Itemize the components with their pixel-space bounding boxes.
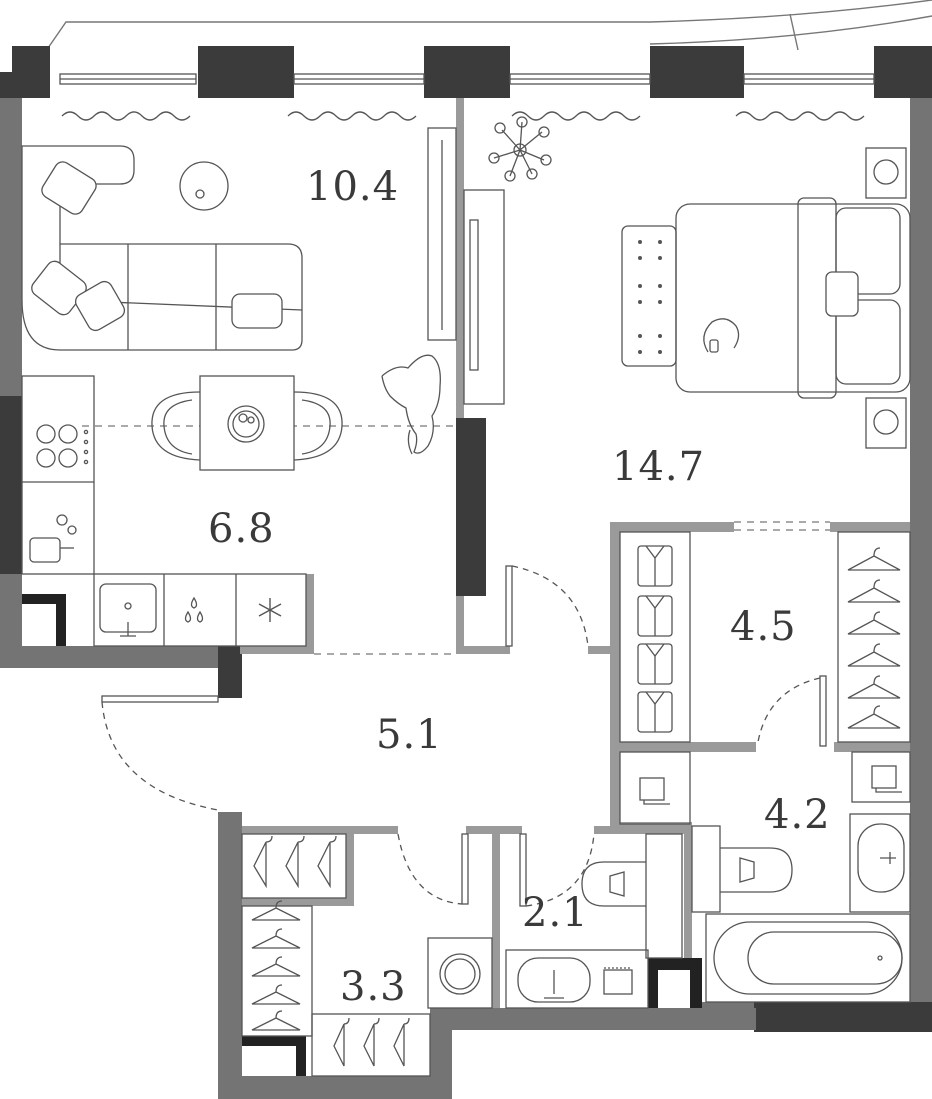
snowflake-icon [258,598,282,622]
kettle-icon [29,514,77,563]
dining-table-icon [151,375,343,471]
area-label-storage: 3.3 [340,964,407,1010]
area-label-wc: 2.1 [522,890,589,936]
toilet-icon [581,825,793,959]
area-label-hall: 5.1 [376,712,443,758]
storage-shelves [241,833,431,1077]
bathtub-icon [705,913,911,1003]
sink-icon [99,583,157,637]
sofa-icon [21,145,303,351]
shirt-icon [619,531,691,743]
hanger-icon [251,835,410,1067]
plant-icon [488,116,552,182]
area-label-wardrobe: 4.5 [730,604,797,650]
stove-icon [36,424,89,468]
balcony-edge [47,0,932,51]
curtains [61,111,865,121]
water-icon [184,596,204,623]
area-label-bedroom: 14.7 [612,444,706,490]
tv-unit [427,127,505,405]
bed-icon [621,197,911,399]
dog-icon [381,354,441,455]
washing-machine-icon [427,937,493,1009]
kitchen-counter [21,375,307,647]
area-label-living: 10.4 [306,164,400,210]
exterior-walls [0,46,932,1099]
area-label-kitchen: 6.8 [208,506,275,552]
doors [101,565,827,907]
towel-icon [619,751,911,825]
interior-walls [240,98,910,1008]
nightstand [865,147,907,449]
area-label-bathroom: 4.2 [764,792,831,838]
hanger-icon [837,531,911,743]
sink-icon [505,813,911,1009]
